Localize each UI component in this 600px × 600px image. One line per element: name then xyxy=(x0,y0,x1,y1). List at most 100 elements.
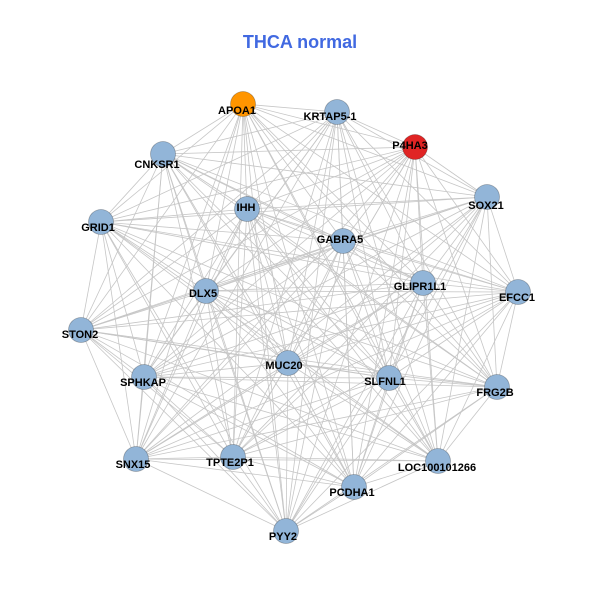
edge xyxy=(80,329,355,488)
edge xyxy=(242,103,439,462)
edge xyxy=(162,146,416,155)
edge xyxy=(80,290,207,331)
edge xyxy=(100,221,344,242)
edge xyxy=(143,290,207,378)
node-TPTE2P1 xyxy=(220,444,246,470)
edge xyxy=(232,456,355,488)
edge xyxy=(232,291,519,458)
edge xyxy=(162,153,439,462)
edge xyxy=(342,196,488,242)
edge xyxy=(135,240,344,460)
node-label-P4HA3: P4HA3 xyxy=(392,140,427,152)
node-SLFNL1 xyxy=(376,365,402,391)
node-MUC20 xyxy=(275,350,301,376)
edge xyxy=(135,458,439,462)
edge xyxy=(285,486,355,532)
node-label-GLIPR1L1: GLIPR1L1 xyxy=(394,281,447,293)
edge xyxy=(162,153,355,488)
edge xyxy=(80,329,145,378)
edge xyxy=(135,458,287,532)
edge xyxy=(285,386,498,532)
edge xyxy=(80,282,424,331)
edge xyxy=(135,458,355,488)
edge xyxy=(232,456,287,532)
edge xyxy=(205,290,390,379)
edge xyxy=(285,240,344,532)
edge xyxy=(285,362,289,532)
edge xyxy=(285,111,338,532)
edge xyxy=(246,208,344,242)
edge xyxy=(143,291,519,378)
edge xyxy=(232,196,488,458)
edge xyxy=(336,111,424,284)
edge xyxy=(414,146,488,198)
node-STON2 xyxy=(68,317,94,343)
edge xyxy=(143,376,498,388)
edge xyxy=(232,240,344,458)
edge xyxy=(388,196,488,379)
edge xyxy=(287,240,344,364)
node-label-CNKSR1: CNKSR1 xyxy=(134,159,179,171)
edge xyxy=(388,146,416,379)
edge xyxy=(232,386,498,458)
edge xyxy=(353,291,519,488)
edge xyxy=(143,376,355,488)
edge xyxy=(414,146,519,293)
edge xyxy=(100,208,248,223)
edge xyxy=(246,208,390,379)
edge xyxy=(143,376,390,379)
node-label-SNX15: SNX15 xyxy=(116,459,151,471)
edge xyxy=(242,103,338,113)
node-label-GABRA5: GABRA5 xyxy=(317,234,363,246)
node-label-STON2: STON2 xyxy=(62,329,98,341)
edge xyxy=(135,111,338,460)
edge xyxy=(100,111,338,223)
edge xyxy=(100,221,519,293)
edge xyxy=(336,111,439,462)
nodes-layer xyxy=(68,91,531,544)
edge xyxy=(205,290,289,364)
edge xyxy=(100,221,390,379)
edge xyxy=(135,291,519,460)
node-label-SLFNL1: SLFNL1 xyxy=(364,376,406,388)
node-label-DLX5: DLX5 xyxy=(189,288,217,300)
node-DLX5 xyxy=(193,278,219,304)
node-PCDHA1 xyxy=(341,474,367,500)
edge xyxy=(388,377,439,462)
edge xyxy=(135,290,207,460)
edge xyxy=(285,196,488,532)
edge xyxy=(80,329,439,462)
edge xyxy=(100,221,137,460)
node-IHH xyxy=(234,196,260,222)
edge xyxy=(437,291,519,462)
edge xyxy=(100,196,488,223)
edge xyxy=(336,111,390,379)
edge xyxy=(135,103,244,460)
edges-layer xyxy=(80,103,519,532)
edge xyxy=(135,456,234,460)
edge xyxy=(287,362,390,379)
edge xyxy=(80,153,164,331)
node-label-IHH: IHH xyxy=(237,202,256,214)
node-SOX21 xyxy=(474,184,500,210)
node-label-TPTE2P1: TPTE2P1 xyxy=(206,457,254,469)
edge xyxy=(100,153,164,223)
edge xyxy=(135,377,390,460)
node-EFCC1 xyxy=(505,279,531,305)
edge xyxy=(143,376,287,532)
edge xyxy=(162,103,244,155)
edge xyxy=(135,208,248,460)
edge xyxy=(422,196,488,284)
node-GLIPR1L1 xyxy=(410,270,436,296)
node-APOA1 xyxy=(230,91,256,117)
edge xyxy=(205,290,498,388)
edge xyxy=(80,196,488,331)
edge xyxy=(246,208,439,462)
edge xyxy=(437,386,498,462)
edge xyxy=(336,111,519,293)
edge xyxy=(246,196,488,210)
edge xyxy=(242,103,488,198)
edge xyxy=(80,291,519,331)
